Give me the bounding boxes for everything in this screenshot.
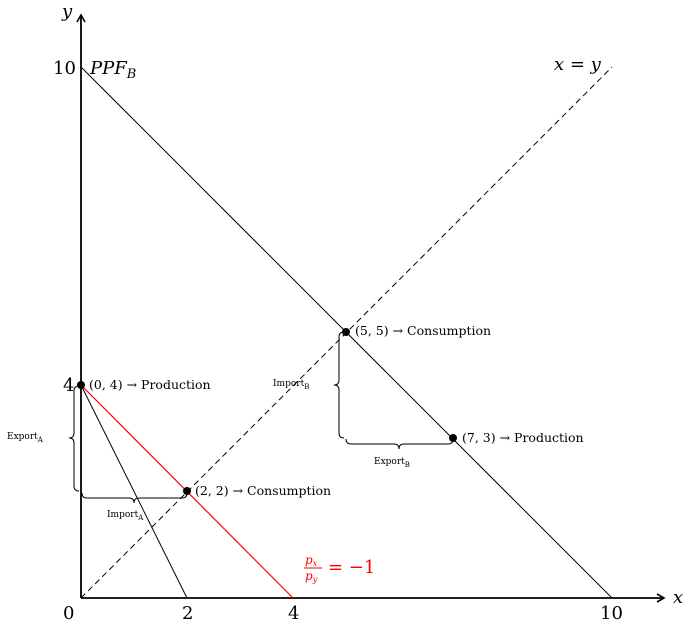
import-b-label: ImportB (273, 379, 309, 391)
export-a-label: ExportA (7, 432, 44, 444)
svg-text:= −1: = −1 (328, 557, 375, 578)
point-7-3 (449, 434, 457, 442)
price-ratio-label: px py = −1 (304, 553, 375, 584)
ppf-b-label: PPFB (89, 58, 136, 82)
ppf-a-line (80, 384, 188, 599)
point-2-2 (183, 487, 191, 495)
x-tick-label: 4 (288, 603, 299, 624)
y-axis-label: y (61, 1, 73, 22)
point-5-5 (342, 328, 350, 336)
diagonal-label: x = y (554, 54, 602, 75)
x-tick-label: 2 (182, 603, 193, 624)
import-a-label: ImportA (107, 510, 144, 522)
x-tick-label: 10 (600, 603, 623, 624)
import-a-brace (81, 492, 188, 504)
point-label-7-3: (7, 3) → Production (462, 430, 584, 445)
import-b-brace (333, 331, 345, 439)
svg-text:px: px (305, 553, 318, 568)
export-b-label: ExportB (374, 457, 410, 469)
point-label-5-5: (5, 5) → Consumption (355, 323, 491, 338)
svg-text:py: py (305, 569, 318, 584)
point-0-4 (77, 381, 85, 389)
y-tick-label: 4 (63, 375, 74, 396)
point-label-0-4: (0, 4) → Production (89, 377, 211, 392)
x-axis-label: x (673, 587, 683, 608)
export-b-brace (345, 438, 454, 450)
export-a-brace (68, 385, 80, 492)
y-tick-label: 10 (53, 58, 76, 79)
point-label-2-2: (2, 2) → Consumption (195, 483, 331, 498)
origin-label: 0 (63, 603, 74, 624)
